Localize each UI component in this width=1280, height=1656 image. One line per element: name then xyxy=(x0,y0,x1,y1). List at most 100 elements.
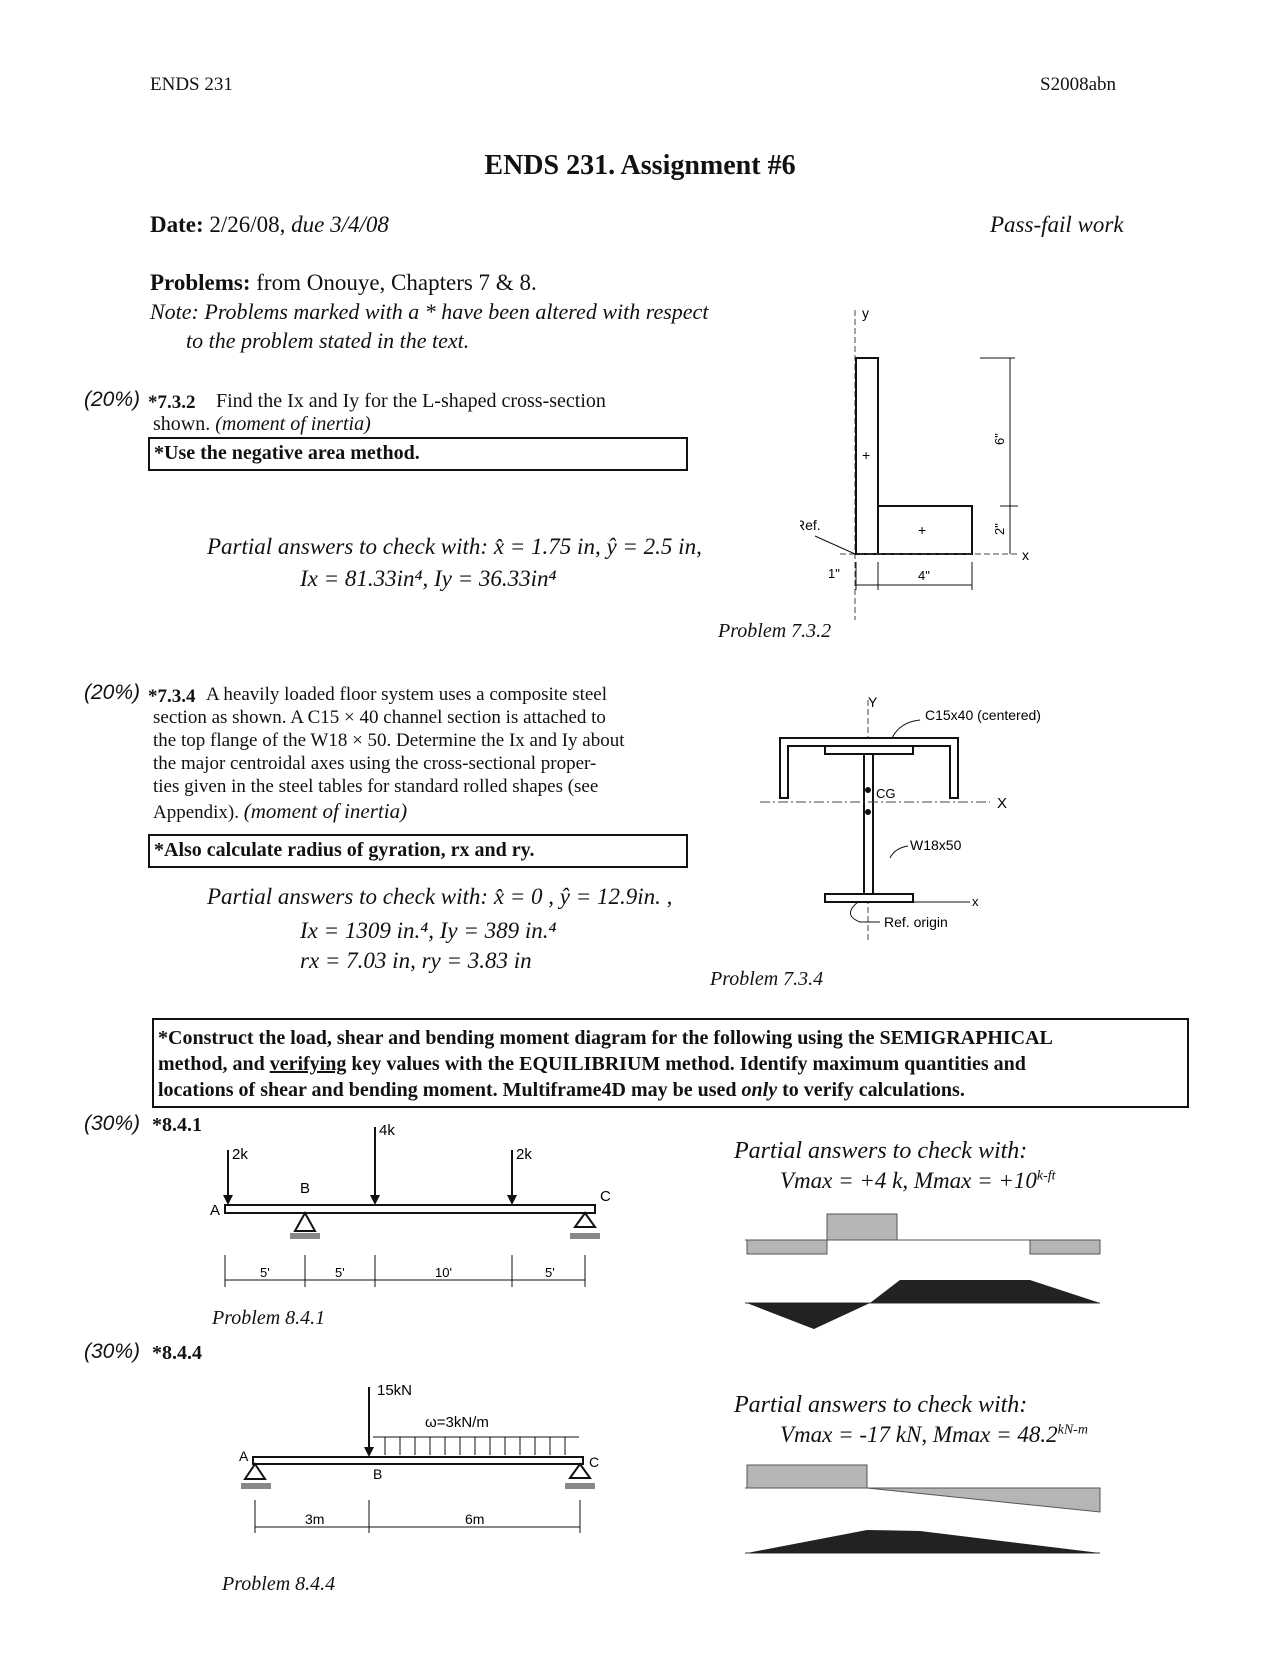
p844-shear-pos xyxy=(746,1464,868,1489)
p734-cg-label: CG xyxy=(876,786,896,801)
p841-shear-moment-diagrams xyxy=(745,1213,1101,1329)
composite-section-figure: Y C15x40 (centered) X CG W18x50 x Ref. o… xyxy=(760,694,1041,940)
p841-moment-neg-2 xyxy=(747,1303,870,1329)
p732-text-2: shown. (moment of inertia) xyxy=(153,413,371,436)
p844-label-C: C xyxy=(589,1454,599,1470)
p841-load3-head xyxy=(507,1195,517,1205)
date-line: Date: 2/26/08, due 3/4/08 xyxy=(150,212,389,238)
semigraphical-instructions: *Construct the load, shear and bending m… xyxy=(152,1018,1189,1108)
p844-munit: kN-m xyxy=(1057,1422,1088,1438)
problems-label: Problems: xyxy=(150,270,251,295)
p841-d1: 5' xyxy=(260,1265,270,1280)
wf-web xyxy=(863,753,874,895)
p841-shear-seg xyxy=(746,1239,828,1255)
p732-ref-leader xyxy=(814,535,856,555)
instr-verify: to verify calculations. xyxy=(777,1079,965,1101)
p841-support-C xyxy=(573,1211,597,1228)
p734-text-line: the major centroidal axes using the cros… xyxy=(153,753,597,774)
p844-shear-moment-diagrams xyxy=(745,1464,1101,1554)
l-section-figure: y + + 6" 2" x Ref. 1" 4" xyxy=(800,305,1029,620)
p841-shear-seg xyxy=(826,1213,898,1241)
p732-dim-2: 2" xyxy=(992,523,1007,535)
p734-ref-label: Ref. origin xyxy=(884,914,948,930)
header-course: ENDS 231 xyxy=(150,74,233,95)
p732-ref-label: Ref. xyxy=(800,517,821,533)
p841-load2-head xyxy=(370,1195,380,1205)
p841-load1-head xyxy=(223,1195,233,1205)
p844-support-C xyxy=(568,1462,592,1479)
p734-boxed-note: *Also calculate radius of gyration, rx a… xyxy=(148,834,688,868)
p841-support-B xyxy=(293,1210,317,1232)
instr-locations: locations of shear and bending moment. M… xyxy=(158,1079,742,1101)
p734-answers-3: rx = 7.03 in, ry = 3.83 in xyxy=(300,948,532,973)
p841-moment-pos xyxy=(870,1280,1100,1303)
p841-load3: 2k xyxy=(516,1146,532,1163)
p841-shear-seg xyxy=(1029,1239,1101,1255)
p732-centroid-1: + xyxy=(862,447,870,463)
p732-dim-6: 6" xyxy=(992,433,1007,445)
p734-text-last: Appendix). (moment of inertia) xyxy=(153,799,407,824)
instr-verifying: verifying xyxy=(269,1053,347,1075)
p841-label-C: C xyxy=(600,1188,611,1205)
p732-dim-1: 1" xyxy=(828,566,840,581)
instr-line-2: method, and verifying key values with th… xyxy=(158,1051,1183,1077)
p734-wf-leader xyxy=(889,845,909,859)
p844-label-B: B xyxy=(373,1466,382,1482)
p844-answers-values: Vmax = -17 kN, Mmax = 48.2kN-m xyxy=(780,1422,1088,1448)
p844-vmax: Vmax = -17 kN, xyxy=(780,1422,928,1447)
p844-load-head xyxy=(364,1447,374,1457)
wf-bottom-flange xyxy=(824,893,914,903)
p734-ref-leader xyxy=(850,901,880,923)
p734-x-label: X xyxy=(997,795,1007,812)
p841-vmax: Vmax = +4 k, xyxy=(780,1168,909,1193)
p732-topic: (moment of inertia) xyxy=(215,413,371,435)
p844-mmax: Mmax = 48.2 xyxy=(932,1422,1058,1447)
p732-boxed-note: *Use the negative area method. xyxy=(148,437,688,471)
beam-844-figure: 15kN ω=3kN/m A B C 3m 6m xyxy=(239,1382,599,1533)
p734-cg-dot xyxy=(865,787,871,793)
p734-answers-2: Ix = 1309 in.⁴, Iy = 389 in.⁴ xyxy=(300,918,557,943)
p844-support-A xyxy=(243,1462,267,1480)
p841-answers-title: Partial answers to check with: xyxy=(734,1138,1028,1164)
note-line-1: Note: Problems marked with a * have been… xyxy=(150,299,709,324)
due-date: due 3/4/08 xyxy=(291,212,389,237)
p734-caption: Problem 7.3.4 xyxy=(710,968,824,990)
p734-text-line: section as shown. A C15 × 40 channel sec… xyxy=(153,707,606,728)
p734-weight: (20%) xyxy=(84,681,141,704)
date-label: Date: xyxy=(150,212,204,237)
p844-ground-C xyxy=(565,1483,595,1489)
p734-appendix: Appendix). xyxy=(153,802,240,823)
p844-d2: 6m xyxy=(465,1511,484,1527)
p732-y-label: y xyxy=(862,305,869,321)
p734-centroid-dot xyxy=(865,809,871,815)
l-horizontal-leg xyxy=(877,505,973,555)
p732-answers-1: Partial answers to check with: x̂ = 1.75… xyxy=(207,534,702,559)
instr-only: only xyxy=(741,1079,778,1101)
p841-caption: Problem 8.4.1 xyxy=(212,1307,326,1329)
p734-topic: (moment of inertia) xyxy=(243,799,408,823)
p732-text-1: Find the Ix and Iy for the L-shaped cros… xyxy=(216,390,606,412)
header-code: S2008abn xyxy=(1040,74,1116,95)
p844-answers-title: Partial answers to check with: xyxy=(734,1392,1028,1418)
p844-udl-arrows xyxy=(384,1437,566,1455)
channel-shape xyxy=(779,737,959,799)
p841-ground-B xyxy=(290,1233,320,1239)
p732-weight: (20%) xyxy=(84,388,141,411)
p734-ref-x-label: x xyxy=(972,894,979,909)
date-value: 2/26/08, xyxy=(209,212,286,237)
instr-line-1: *Construct the load, shear and bending m… xyxy=(158,1027,1053,1049)
beam-841 xyxy=(224,1204,596,1214)
p734-text-line: the top flange of the W18 × 50. Determin… xyxy=(153,730,625,751)
p734-channel-label: C15x40 (centered) xyxy=(925,707,1041,723)
p734-number: *7.3.4 xyxy=(148,686,196,707)
p844-weight: (30%) xyxy=(84,1340,141,1363)
problems-line: Problems: from Onouye, Chapters 7 & 8. xyxy=(150,270,537,296)
p734-y-label: Y xyxy=(868,694,878,710)
p841-load1: 2k xyxy=(232,1146,248,1163)
p732-number: *7.3.2 xyxy=(148,392,196,413)
p844-shear-neg xyxy=(866,1487,1101,1513)
p844-ground-A xyxy=(241,1483,271,1489)
p734-text-line: ties given in the steel tables for stand… xyxy=(153,776,599,797)
p732-answers-2: Ix = 81.33in⁴, Iy = 36.33in⁴ xyxy=(300,566,557,591)
p841-number: *8.4.1 xyxy=(152,1114,202,1136)
